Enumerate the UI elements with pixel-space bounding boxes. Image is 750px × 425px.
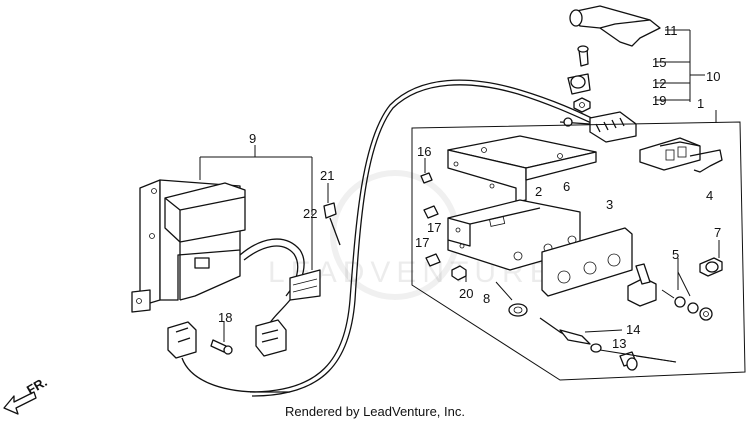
switch-4	[639, 137, 723, 173]
group-box-1	[411, 110, 746, 381]
callout-17b: 17	[415, 235, 429, 250]
grommet-8	[495, 281, 528, 317]
nut-20	[451, 265, 467, 282]
connector-harness	[255, 319, 287, 357]
nut-19	[573, 97, 591, 113]
footer-credit: Rendered by LeadVenture, Inc.	[285, 404, 465, 419]
callout-7: 7	[714, 225, 721, 240]
pilot-lamp-7	[699, 240, 723, 277]
direction-label: FR.	[24, 374, 50, 397]
callout-20: 20	[459, 286, 473, 301]
callout-9: 9	[249, 131, 256, 146]
callout-18: 18	[218, 310, 232, 325]
clip-21	[323, 183, 341, 246]
callout-3: 3	[606, 197, 613, 212]
main-cable	[249, 79, 601, 397]
callout-15: 15	[652, 55, 666, 70]
callout-21: 21	[320, 168, 334, 183]
bracket-2	[447, 135, 597, 203]
callout-11: 11	[664, 23, 678, 38]
bolt-18	[210, 322, 233, 355]
callout-13: 13	[612, 336, 626, 351]
clamp-12	[567, 73, 591, 95]
callout-1: 1	[697, 96, 704, 111]
screw-15	[577, 45, 589, 67]
callout-10: 10	[706, 69, 720, 84]
leader-group-9	[199, 145, 313, 215]
screw-17	[423, 205, 441, 267]
callout-19: 19	[652, 93, 666, 108]
bulb-socket-14	[539, 317, 623, 353]
leader-group-10	[655, 29, 705, 102]
connector-left	[167, 321, 290, 393]
toggle-switch-5	[627, 258, 713, 321]
adhesive-pad-22	[289, 218, 321, 301]
callout-5: 5	[672, 247, 679, 262]
callout-4: 4	[706, 188, 713, 203]
callout-6: 6	[563, 179, 570, 194]
callout-14: 14	[626, 322, 640, 337]
control-unit	[131, 179, 246, 313]
callout-numbers: 1 2 3 4 5 6 7 8 9 10 11 12 13 14 15 16 1…	[218, 23, 721, 351]
cable-connector-10	[559, 111, 637, 143]
housing-11	[569, 5, 661, 47]
screw-16	[420, 158, 433, 184]
callout-2: 2	[535, 184, 542, 199]
callout-22: 22	[303, 206, 317, 221]
callout-17a: 17	[427, 220, 441, 235]
bulb-13	[599, 349, 677, 371]
callout-12: 12	[652, 76, 666, 91]
callout-16: 16	[417, 144, 431, 159]
panel-3	[541, 227, 633, 297]
callout-8: 8	[483, 291, 490, 306]
